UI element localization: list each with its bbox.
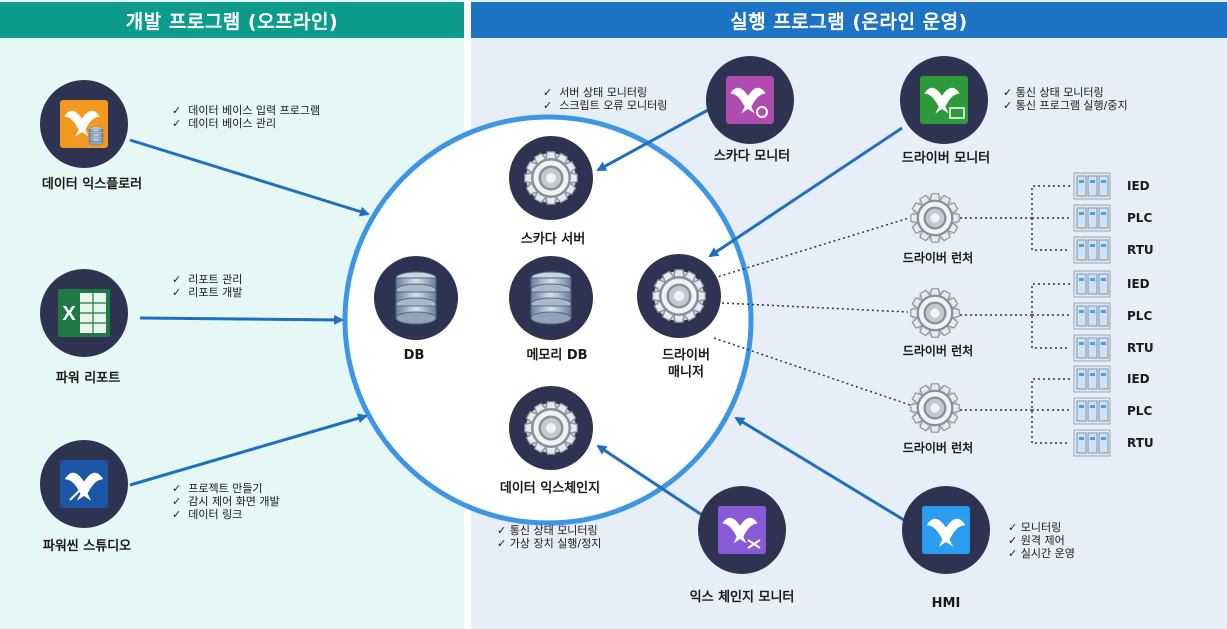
launcher-label-3: 드라이버 런처: [902, 441, 974, 455]
powerscene-studio-node[interactable]: [40, 440, 128, 528]
device-plc-3: PLC: [1127, 404, 1153, 418]
bullet-item: ✓ 리포트 개발: [172, 286, 243, 299]
exchange-monitor-node[interactable]: [698, 486, 786, 574]
offline-header: 개발 프로그램 (오프라인): [0, 2, 464, 38]
driver-monitor-label: 드라이버 모니터: [901, 151, 991, 166]
bullet-item: ✓ 원격 제어: [1008, 534, 1065, 547]
explorer-label: 데이터 익스플로러: [41, 177, 143, 192]
bullet-item: ✓ 통신 상태 모니터링: [497, 524, 598, 537]
bullet-item: ✓ 스크립트 오류 모니터링: [543, 99, 668, 112]
driver-launcher-3[interactable]: [909, 382, 961, 434]
bullet-item: ✓ 데이터 베이스 관리: [172, 117, 277, 130]
driver-manager-node[interactable]: [637, 254, 721, 338]
bullet-item: ✓ 데이터 베이스 입력 프로그램: [172, 104, 321, 117]
db-node[interactable]: [374, 256, 458, 340]
bullet-item: ✓ 데이터 링크: [172, 508, 243, 521]
device-ied-3: IED: [1127, 372, 1150, 386]
memory-db-node[interactable]: [509, 256, 593, 340]
launcher-links: [713, 185, 1070, 444]
hmi-node[interactable]: [902, 486, 990, 574]
bullet-item: ✓ 리포트 관리: [172, 273, 243, 286]
data-exchange-label: 데이터 익스체인지: [499, 481, 601, 496]
device-ied-2: IED: [1127, 277, 1150, 291]
driver-monitor-bullets: ✓ 통신 상태 모니터링 ✓ 통신 프로그램 실행/중지: [1003, 86, 1128, 112]
studio-label: 파워씬 스튜디오: [42, 539, 132, 554]
bullet-item: ✓ 통신 상태 모니터링: [1003, 86, 1104, 99]
driver-monitor-arrow: [708, 126, 903, 258]
device-ied-1: IED: [1127, 179, 1150, 193]
data-explorer-node[interactable]: [40, 80, 128, 168]
driver-launcher-2[interactable]: [909, 287, 961, 339]
hmi-arrow: [734, 416, 905, 522]
explorer-arrow: [129, 138, 370, 217]
scada-server-label: 스카다 서버: [520, 232, 586, 247]
bullet-item: ✓ 실시간 운영: [1008, 547, 1075, 560]
device-plc-1: PLC: [1127, 211, 1153, 225]
device-plc-2: PLC: [1127, 309, 1153, 323]
device-rtu-2: RTU: [1127, 341, 1154, 355]
exchange-monitor-bullets: ✓ 통신 상태 모니터링 ✓ 가상 장치 실행/정지: [497, 524, 601, 550]
hmi-bullets: ✓ 모니터링 ✓ 원격 제어 ✓ 실시간 운영: [1008, 521, 1075, 560]
scada-server-node[interactable]: [509, 136, 593, 220]
driver-monitor-node[interactable]: [900, 56, 988, 144]
svg-text:X: X: [62, 303, 76, 325]
bullet-item: ✓ 서버 상태 모니터링: [543, 86, 648, 99]
studio-arrow: [129, 413, 368, 487]
db-label: DB: [403, 348, 425, 363]
bullet-item: ✓ 통신 프로그램 실행/중지: [1003, 99, 1128, 112]
scada-monitor-label: 스카다 모니터: [713, 149, 791, 164]
bullet-item: ✓ 감시 제어 화면 개발: [172, 495, 280, 508]
report-label: 파워 리포트: [55, 371, 121, 386]
launcher-label-1: 드라이버 런처: [902, 251, 974, 265]
online-header: 실행 프로그램 (온라인 운영): [471, 2, 1227, 38]
data-exchange-node[interactable]: [509, 386, 593, 470]
scada-monitor-arrow: [596, 108, 709, 172]
report-bullets: ✓ 리포트 관리 ✓ 리포트 개발: [172, 273, 242, 299]
memory-db-label: 메모리 DB: [526, 348, 588, 363]
device-rtu-3: RTU: [1127, 436, 1154, 450]
power-report-node[interactable]: X: [40, 269, 128, 357]
scada-monitor-node[interactable]: [706, 56, 794, 144]
launcher-label-2: 드라이버 런처: [902, 344, 974, 358]
driver-launcher-1[interactable]: [909, 192, 961, 244]
exchange-monitor-label: 익스 체인지 모니터: [689, 590, 795, 605]
device-rtu-1: RTU: [1127, 243, 1154, 257]
studio-bullets: ✓ 프로젝트 만들기 ✓ 감시 제어 화면 개발 ✓ 데이터 링크: [172, 482, 280, 521]
bullet-item: ✓ 가상 장치 실행/정지: [497, 537, 602, 550]
bullet-item: ✓ 모니터링: [1008, 521, 1062, 534]
explorer-bullets: ✓ 데이터 베이스 입력 프로그램 ✓ 데이터 베이스 관리: [172, 104, 320, 130]
hmi-label: HMI: [931, 596, 961, 611]
device-racks: [1073, 172, 1111, 457]
report-arrow: [139, 314, 344, 325]
exchange-monitor-arrow: [596, 444, 703, 517]
scada-monitor-bullets: ✓ 서버 상태 모니터링 ✓ 스크립트 오류 모니터링: [543, 86, 667, 112]
bullet-item: ✓ 프로젝트 만들기: [172, 482, 263, 495]
